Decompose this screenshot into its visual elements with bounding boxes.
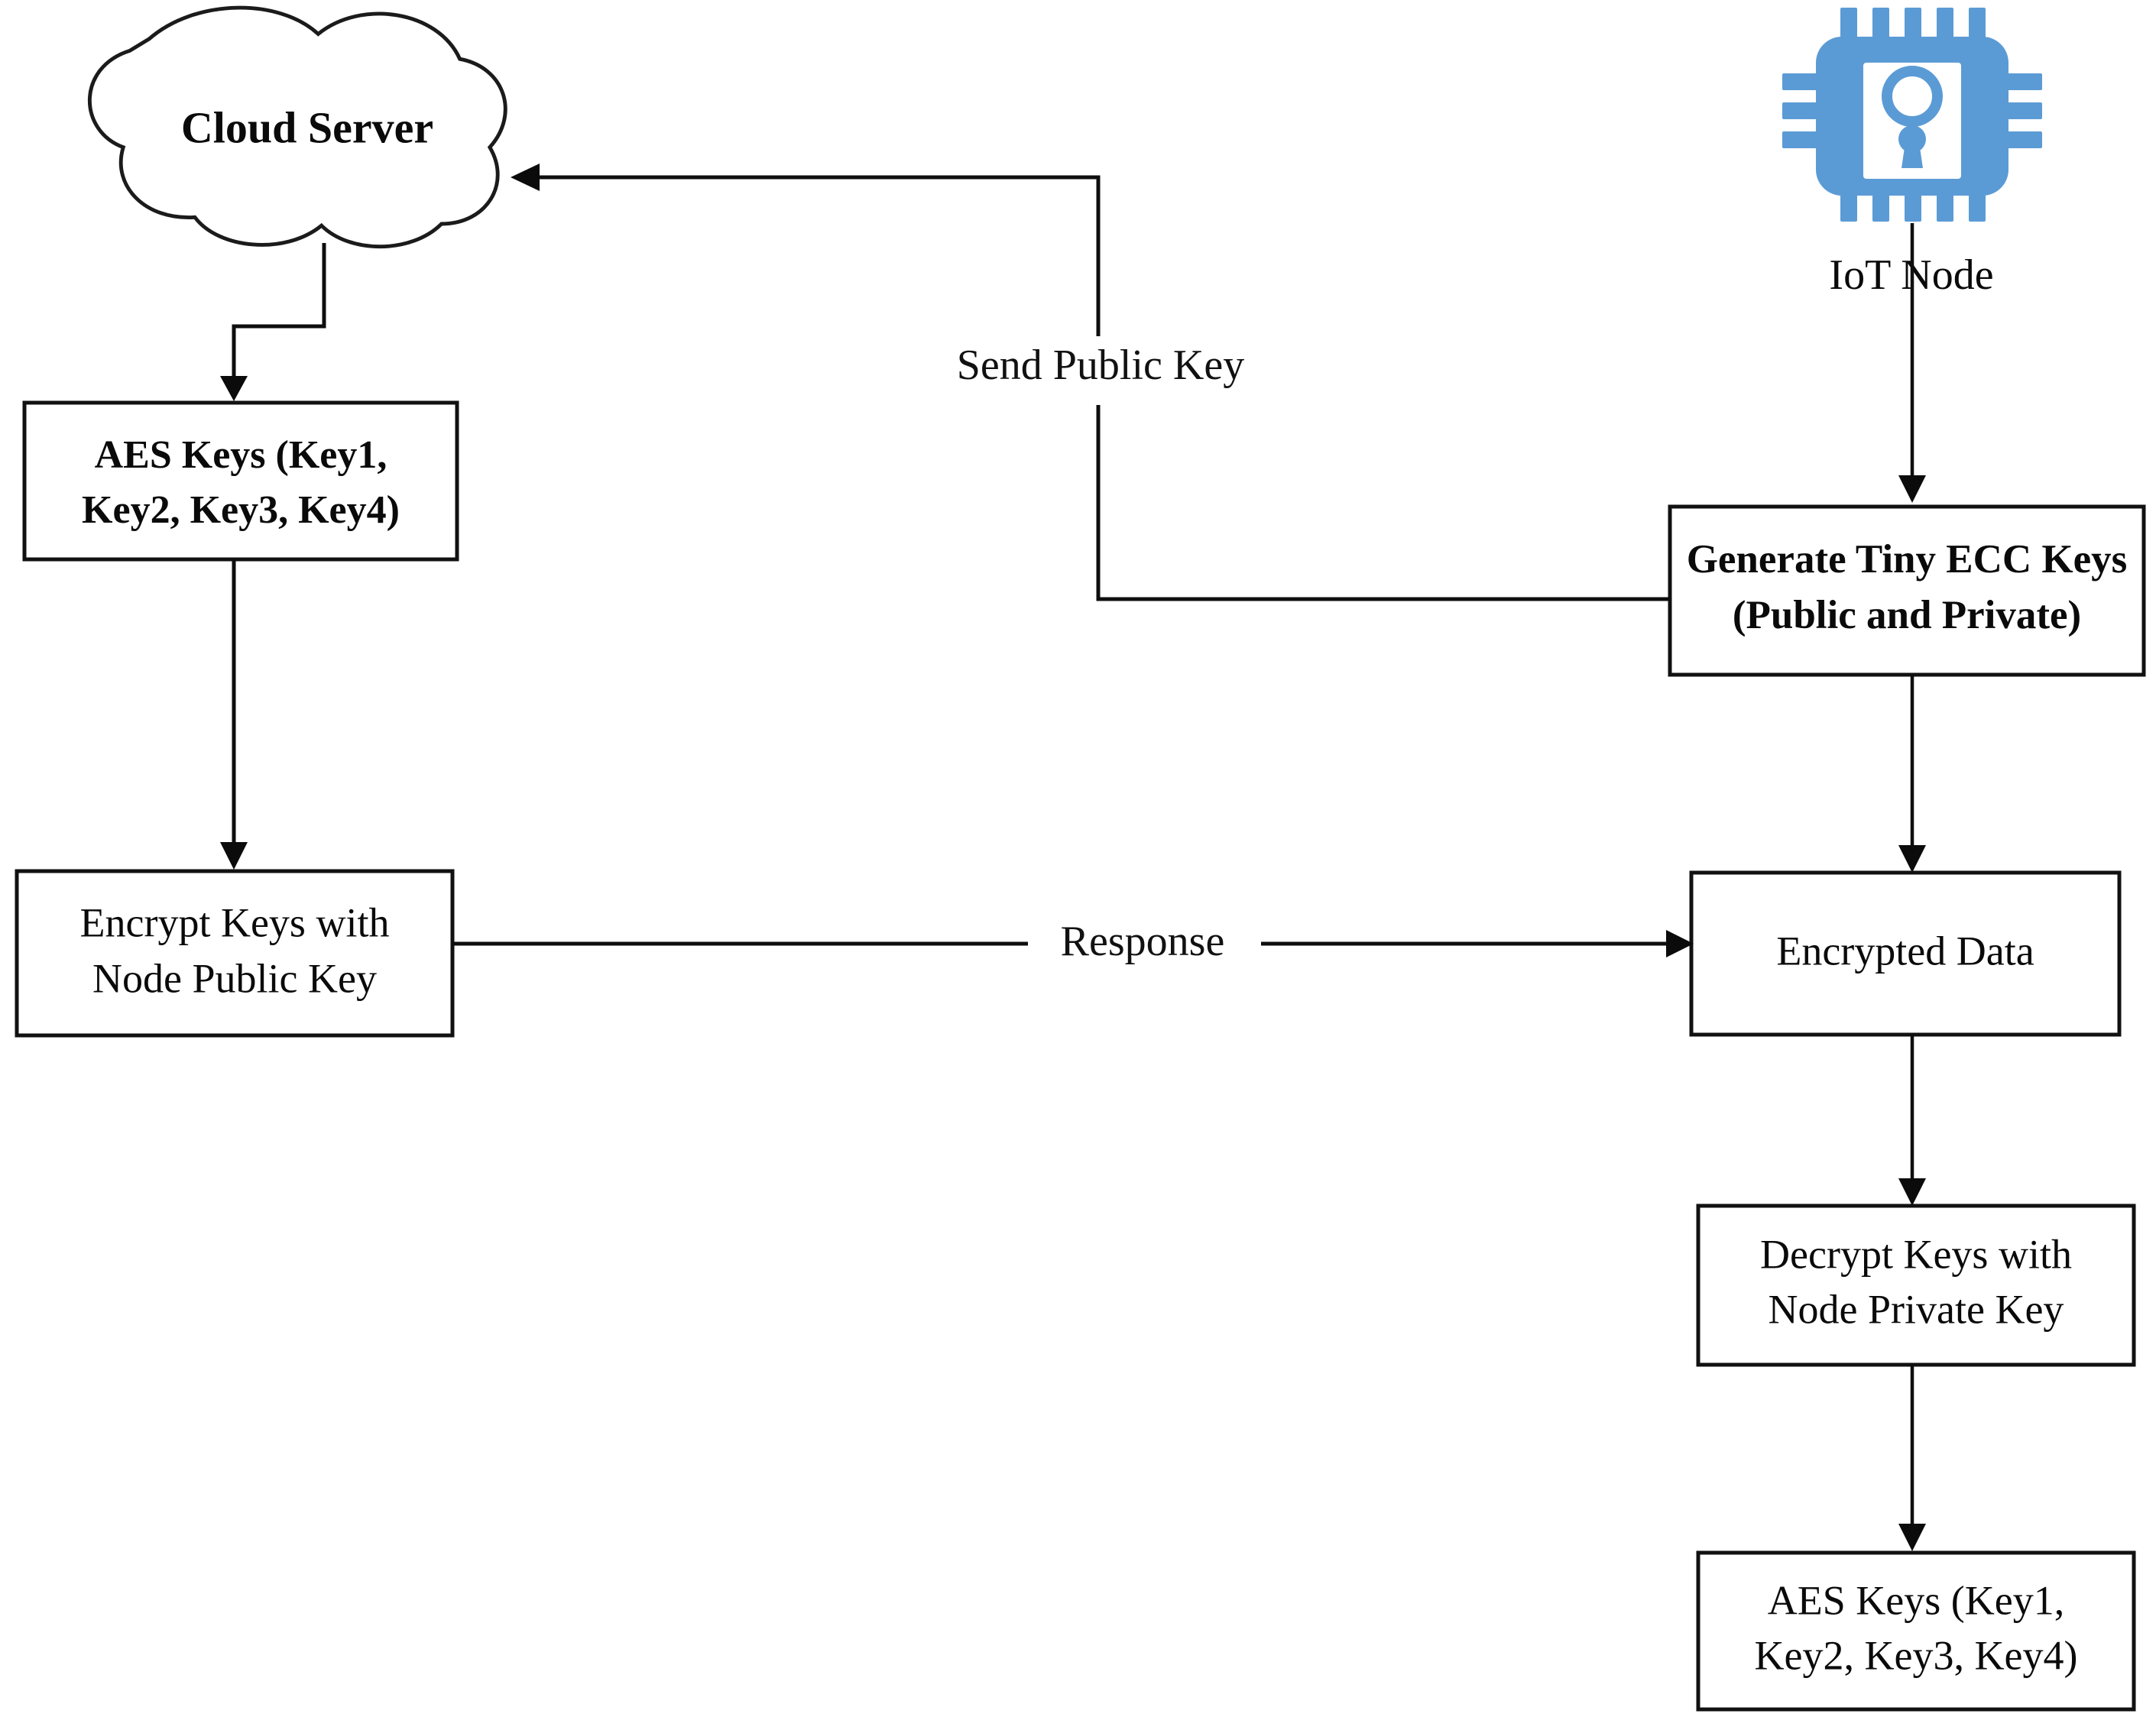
decrypt-keys-line2: Node Private Key [1769,1286,2064,1332]
encrypt-keys-line2: Node Public Key [92,955,377,1001]
cloud-shape [87,5,507,249]
edge-iot-to-ecc [1898,223,1926,503]
encrypt-keys-box [15,869,455,1038]
edge-cloud-to-aes-keys [220,243,326,401]
node-generate-ecc-keys[interactable]: Generate Tiny ECC Keys (Public and Priva… [1668,504,2146,677]
arrowhead-icon [1898,1178,1926,1206]
decrypt-keys-line1: Decrypt Keys with [1760,1231,2072,1277]
node-encrypt-keys[interactable]: Encrypt Keys with Node Public Key [15,869,455,1038]
aes-keys-cloud-line1: AES Keys (Key1, [95,433,387,477]
edge-decrypt-to-aes-keys [1898,1365,1926,1551]
node-encrypted-data[interactable]: Encrypted Data [1689,870,2122,1037]
encrypted-data-label: Encrypted Data [1776,928,2034,974]
arrowhead-icon [1898,845,1926,873]
aes-keys-node-box [1696,1550,2136,1712]
node-aes-keys-cloud[interactable]: AES Keys (Key1, Key2, Key3, Key4) [22,400,459,562]
send-public-key-label: Send Public Key [957,342,1244,389]
edge-ecc-to-encrypted-data [1898,675,1926,873]
aes-keys-node-line2: Key2, Key3, Key4) [1755,1632,2078,1678]
decrypt-keys-box [1696,1204,2136,1367]
generate-ecc-line1: Generate Tiny ECC Keys [1687,537,2128,582]
edge-aes-to-encrypt [220,559,248,870]
aes-keys-node-line1: AES Keys (Key1, [1768,1577,2064,1623]
cloud-server-label: Cloud Server [181,102,433,152]
encrypt-keys-line1: Encrypt Keys with [80,899,390,945]
encrypted-data-box [1689,870,2122,1037]
arrowhead-icon [1666,930,1694,957]
arrowhead-icon [220,376,248,401]
edge-encrypted-to-decrypt [1898,1035,1926,1206]
aes-keys-cloud-box [22,400,459,562]
node-cloud-server[interactable]: Cloud Server [87,5,507,249]
generate-ecc-line2: (Public and Private) [1733,593,2081,637]
arrowhead-icon [220,842,248,870]
arrowhead-icon [1898,1524,1926,1551]
node-aes-keys-node[interactable]: AES Keys (Key1, Key2, Key3, Key4) [1696,1550,2136,1712]
edge-send-public-key: Send Public Key [511,164,1670,601]
microchip-lock-icon [1782,8,2042,222]
response-label: Response [1061,918,1225,965]
arrowhead-icon [511,164,540,191]
node-decrypt-keys[interactable]: Decrypt Keys with Node Private Key [1696,1204,2136,1367]
generate-ecc-keys-box [1668,504,2146,677]
arrowhead-icon [1898,475,1926,503]
edge-response: Response [452,915,1694,974]
aes-keys-cloud-line2: Key2, Key3, Key4) [82,488,400,532]
